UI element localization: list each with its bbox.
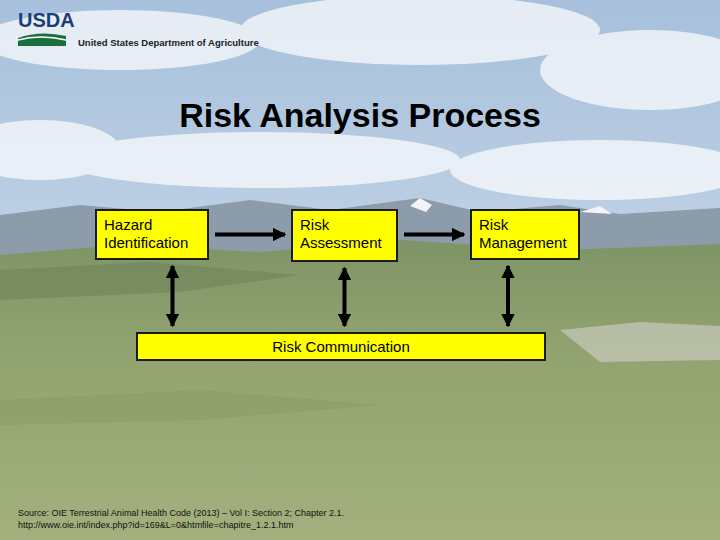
usda-logo-mark <box>18 33 66 46</box>
source-url: http://www.oie.int/index.php?id=169&L=0&… <box>18 520 293 530</box>
process-box: Risk Communication <box>136 332 546 361</box>
process-box: Risk Assessment <box>291 209 398 262</box>
process-box: Hazard Identification <box>95 209 209 260</box>
box-text: Risk Communication <box>145 338 537 356</box>
flow-arrow <box>506 266 510 326</box>
flow-arrow <box>171 266 175 326</box>
box-text: Risk Management <box>479 216 571 252</box>
process-box: Risk Management <box>470 209 580 260</box>
flow-arrow <box>343 268 347 326</box>
flow-arrow <box>215 233 285 237</box>
flow-arrow <box>404 233 464 237</box>
slide-title: Risk Analysis Process <box>0 96 720 135</box>
logo-text: USDA <box>18 9 75 32</box>
department-name: United States Department of Agriculture <box>78 37 259 48</box>
box-text: Risk Assessment <box>300 216 389 252</box>
source-note: Source: OIE Terrestrial Animal Health Co… <box>18 508 344 518</box>
box-text: Hazard Identification <box>104 216 200 252</box>
